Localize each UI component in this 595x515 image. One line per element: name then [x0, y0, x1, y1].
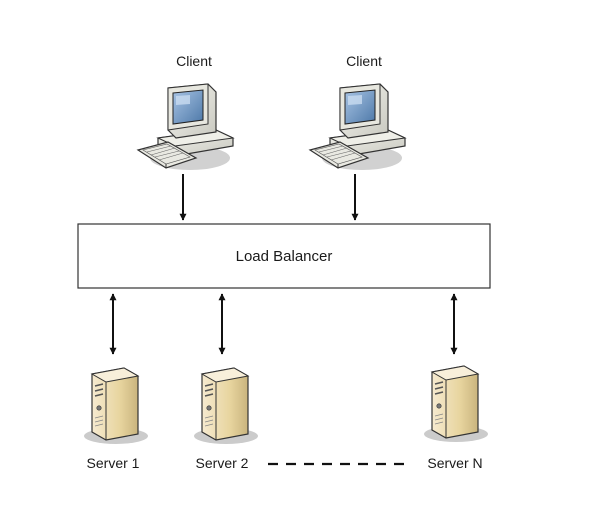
server-2-label: Server 2: [196, 455, 249, 471]
client-right: Client: [309, 53, 406, 171]
load-balancer-label: Load Balancer: [236, 248, 333, 265]
desktop-computer-icon: [309, 83, 406, 171]
server-n: Server N: [423, 365, 489, 471]
client-left-label: Client: [176, 53, 212, 69]
client-left: Client: [137, 53, 234, 171]
desktop-computer-icon: [137, 83, 234, 171]
client-right-label: Client: [346, 53, 382, 69]
tower-server-icon: [83, 367, 149, 445]
server-1-label: Server 1: [87, 455, 140, 471]
load-balancer: Load Balancer: [77, 223, 491, 289]
server-2: Server 2: [193, 367, 259, 471]
tower-server-icon: [423, 365, 489, 443]
server-1: Server 1: [83, 367, 149, 471]
load-balancer-box: [77, 223, 491, 289]
tower-server-icon: [193, 367, 259, 445]
server-n-label: Server N: [427, 455, 482, 471]
